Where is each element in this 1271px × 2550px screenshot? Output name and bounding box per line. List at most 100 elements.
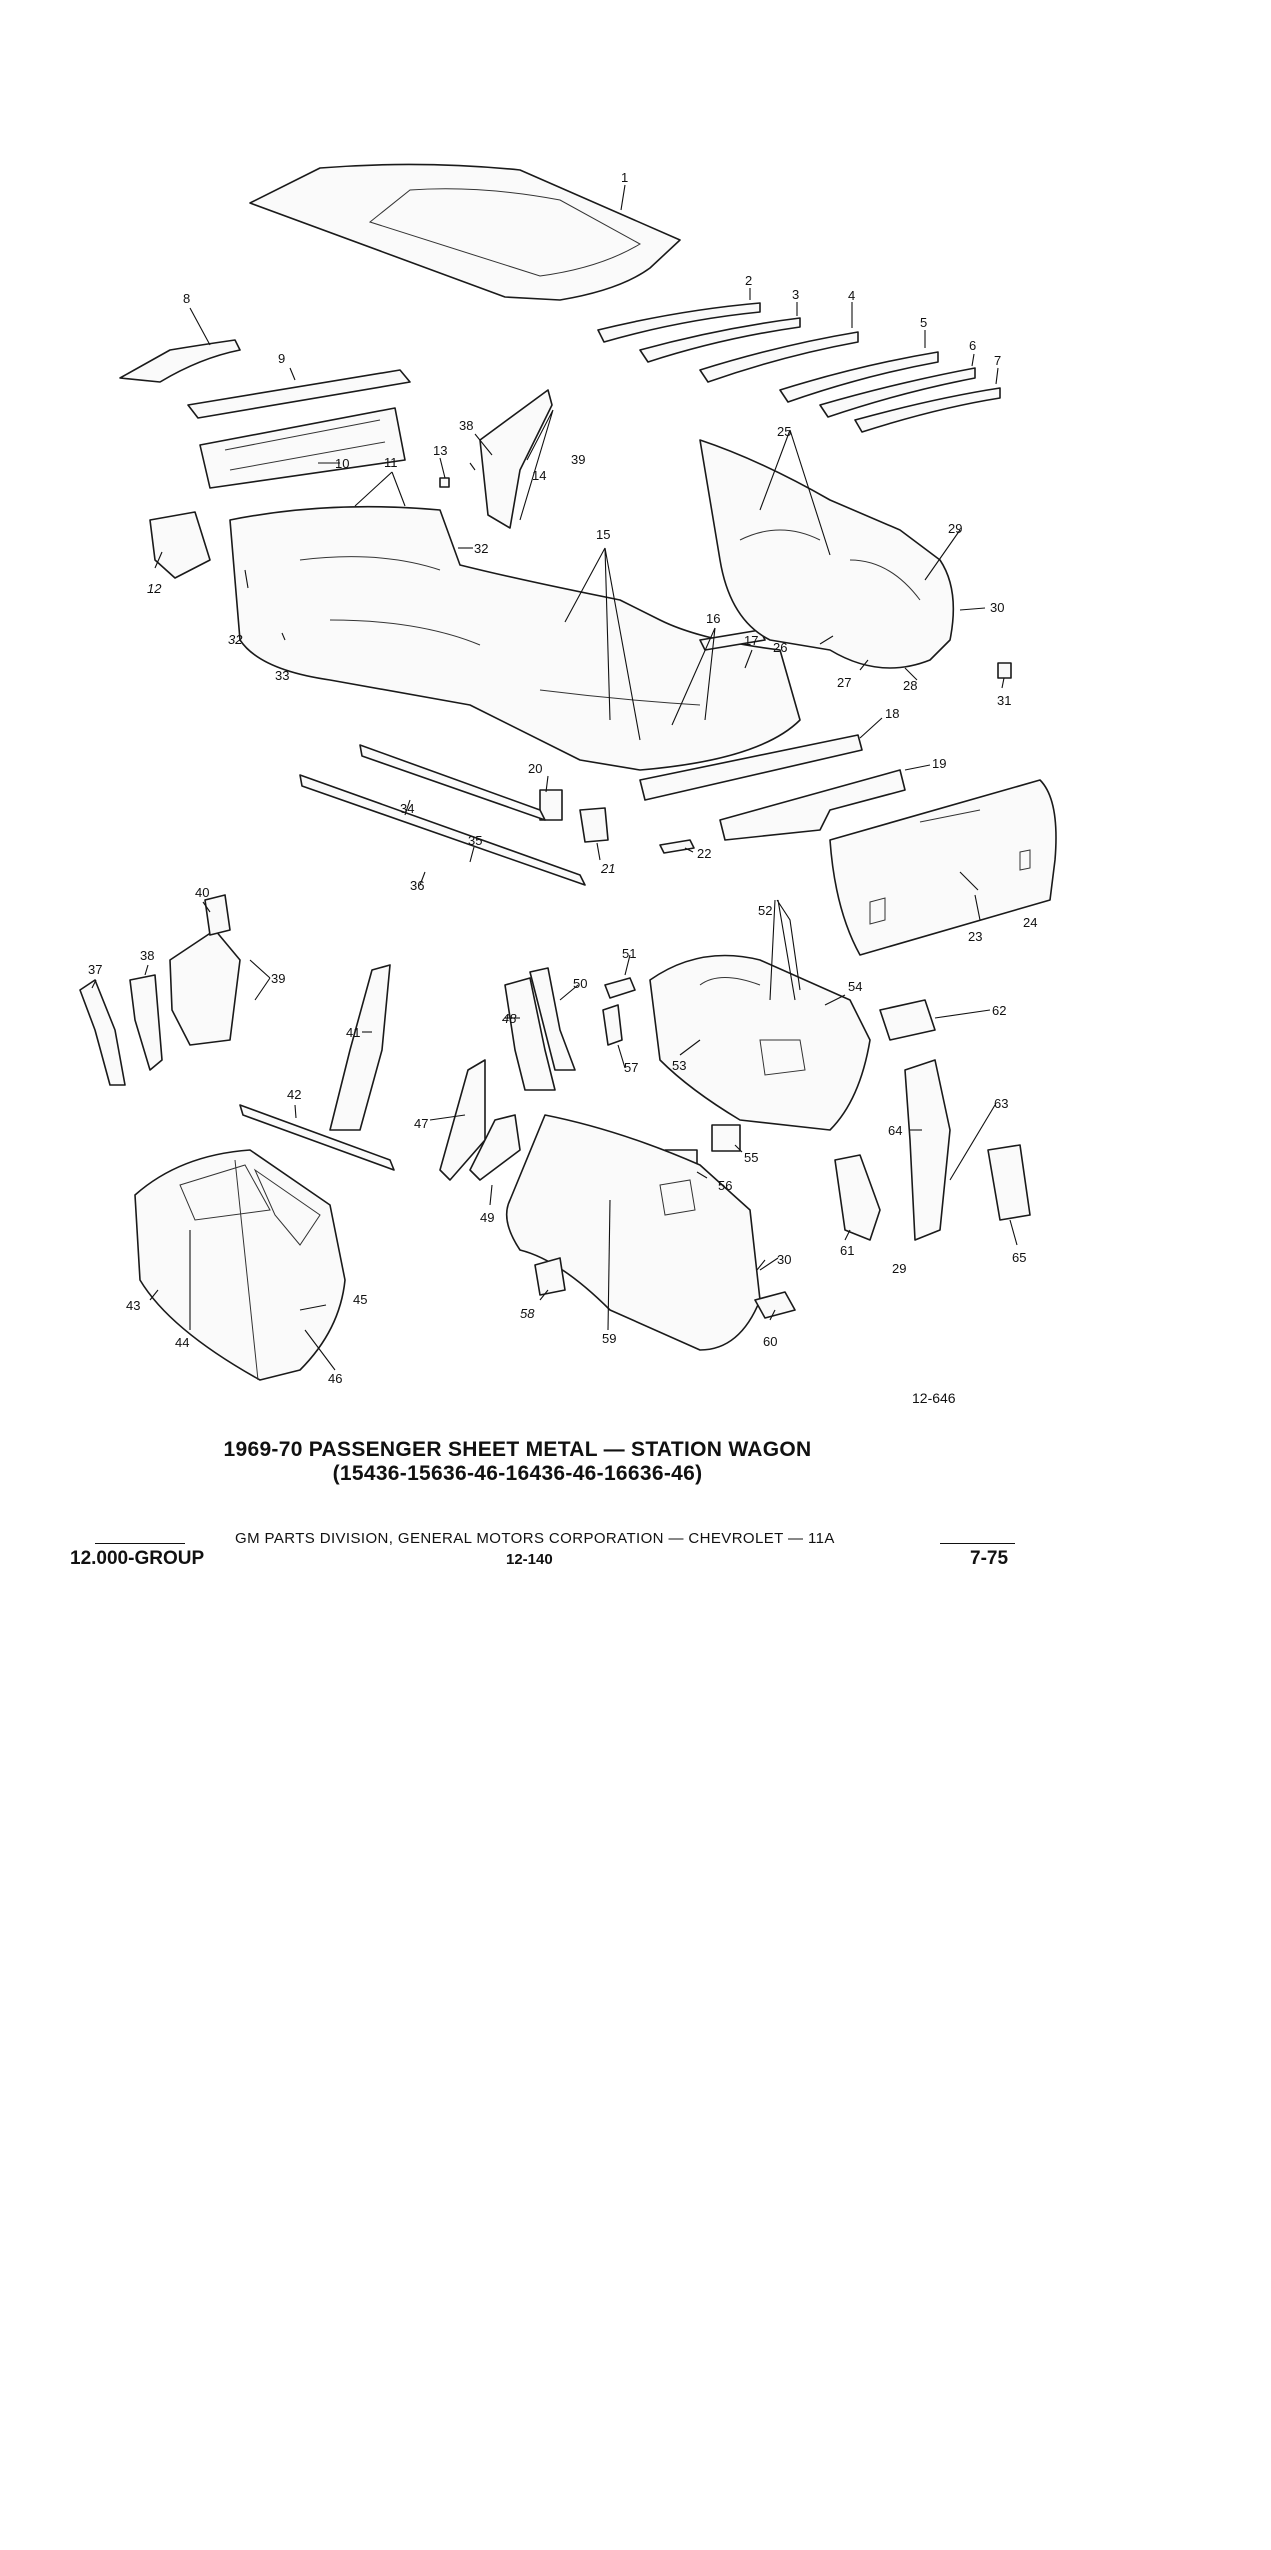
- footer-rule-left: [95, 1543, 185, 1544]
- callout-65: 65: [1012, 1250, 1026, 1265]
- windshield-pillar: [479, 389, 553, 529]
- callout-25: 25: [777, 424, 791, 439]
- windshield-header: [119, 339, 241, 383]
- callout-42: 42: [287, 1087, 301, 1102]
- figure-title: 1969-70 PASSENGER SHEET METAL — STATION …: [223, 1438, 812, 1461]
- callout-27: 27: [837, 675, 851, 690]
- callout-15: 15: [596, 527, 610, 542]
- callout-30b: 30: [777, 1252, 791, 1267]
- callout-59: 59: [602, 1331, 616, 1346]
- footer-date: 7-75: [970, 1548, 1009, 1569]
- part-60: [754, 1291, 796, 1319]
- rear-floor-crossbar: [699, 629, 766, 651]
- callout-46: 46: [328, 1371, 342, 1386]
- part-65: [987, 1144, 1031, 1221]
- roof-panel: [249, 163, 681, 301]
- callout-32a: 32: [474, 541, 488, 556]
- leader-lines: [91, 184, 1018, 1371]
- quarter-inner-50: [529, 967, 576, 1071]
- callout-2: 2: [745, 273, 752, 288]
- footer-group: 12.000-GROUP: [70, 1548, 205, 1569]
- callout-10: 10: [335, 456, 349, 471]
- footer-page-number: 12-140: [506, 1551, 553, 1568]
- footer-division-text: GM PARTS DIVISION, GENERAL MOTORS CORPOR…: [235, 1530, 835, 1547]
- callout-58: 58: [520, 1306, 535, 1321]
- callout-18: 18: [885, 706, 899, 721]
- callout-6: 6: [969, 338, 976, 353]
- callout-64: 64: [888, 1123, 902, 1138]
- callout-47: 47: [414, 1116, 428, 1131]
- callout-29a: 29: [948, 521, 962, 536]
- small-bracket: [439, 477, 450, 488]
- callout-31: 31: [997, 693, 1011, 708]
- callout-38a: 38: [459, 418, 473, 433]
- callout-9: 9: [278, 351, 285, 366]
- callout-29b: 29: [892, 1261, 906, 1276]
- callout-16: 16: [706, 611, 720, 626]
- callout-19: 19: [932, 756, 946, 771]
- callout-43: 43: [126, 1298, 140, 1313]
- callout-17: 17: [744, 633, 758, 648]
- figure-subtitle: (15436-15636-46-16436-46-16636-46): [332, 1462, 703, 1485]
- quarter-outer-panel: [505, 1114, 761, 1351]
- bracket-21: [579, 807, 609, 843]
- part-61: [834, 1154, 881, 1241]
- callout-61: 61: [840, 1243, 854, 1258]
- cowl-dash-panel: [199, 407, 406, 489]
- callout-8: 8: [183, 291, 190, 306]
- callout-53: 53: [672, 1058, 686, 1073]
- callout-labels: 1 2 3 4 5 6 7 8 9 10 11 12 13 14 15 16 1…: [88, 170, 1037, 1386]
- front-door-pillar-parts: [79, 894, 241, 1086]
- part-64: [904, 1059, 951, 1241]
- tailgate: [829, 779, 1057, 956]
- callout-34: 34: [400, 801, 414, 816]
- callout-50: 50: [573, 976, 587, 991]
- callout-12: 12: [147, 581, 162, 596]
- floor-pan-assembly: [229, 505, 801, 771]
- callout-38b: 38: [140, 948, 154, 963]
- callout-1: 1: [621, 170, 628, 185]
- quarter-inner-48: [504, 977, 556, 1091]
- part-62: [879, 999, 936, 1041]
- fuel-door-58: [534, 1257, 566, 1296]
- front-hinge-pillar: [149, 511, 211, 579]
- rear-quarter-inner: [699, 439, 955, 669]
- callout-30a: 30: [990, 600, 1004, 615]
- callout-11: 11: [384, 455, 398, 470]
- callout-4: 4: [848, 288, 855, 303]
- footer-rule-right: [940, 1543, 1015, 1544]
- callout-60: 60: [763, 1334, 777, 1349]
- callout-22: 22: [697, 846, 711, 861]
- roof-bows: [597, 302, 1001, 433]
- callout-26: 26: [773, 640, 787, 655]
- callout-54: 54: [848, 979, 862, 994]
- callout-49: 49: [480, 1210, 494, 1225]
- callout-63: 63: [994, 1096, 1008, 1111]
- callout-37: 37: [88, 962, 102, 977]
- callout-57: 57: [624, 1060, 638, 1075]
- callout-21: 21: [600, 861, 615, 876]
- callout-3: 3: [792, 287, 799, 302]
- callout-55: 55: [744, 1150, 758, 1165]
- roof-side-rail: [239, 1104, 395, 1171]
- bracket-51: [604, 977, 636, 999]
- callout-56: 56: [718, 1178, 732, 1193]
- filler-housing-55: [711, 1124, 741, 1152]
- callout-5: 5: [920, 315, 927, 330]
- callout-51: 51: [622, 946, 636, 961]
- quarter-inner-49: [469, 1114, 521, 1181]
- callout-52: 52: [758, 903, 772, 918]
- figure-code: 12-646: [912, 1390, 956, 1406]
- callout-33: 33: [275, 668, 289, 683]
- center-pillar: [329, 964, 391, 1131]
- exploded-parts-diagram: 1 2 3 4 5 6 7 8 9 10 11 12 13 14 15 16 1…: [79, 163, 1057, 1386]
- callout-23: 23: [968, 929, 982, 944]
- rocker-panel: [359, 744, 546, 821]
- rear-end-panel-support: [719, 769, 906, 841]
- callout-39a: 39: [571, 452, 585, 467]
- callout-40: 40: [195, 885, 209, 900]
- bracket-57: [602, 1004, 623, 1046]
- callout-48: 48: [502, 1011, 517, 1026]
- callout-14: 14: [532, 468, 546, 483]
- callout-39b: 39: [271, 971, 285, 986]
